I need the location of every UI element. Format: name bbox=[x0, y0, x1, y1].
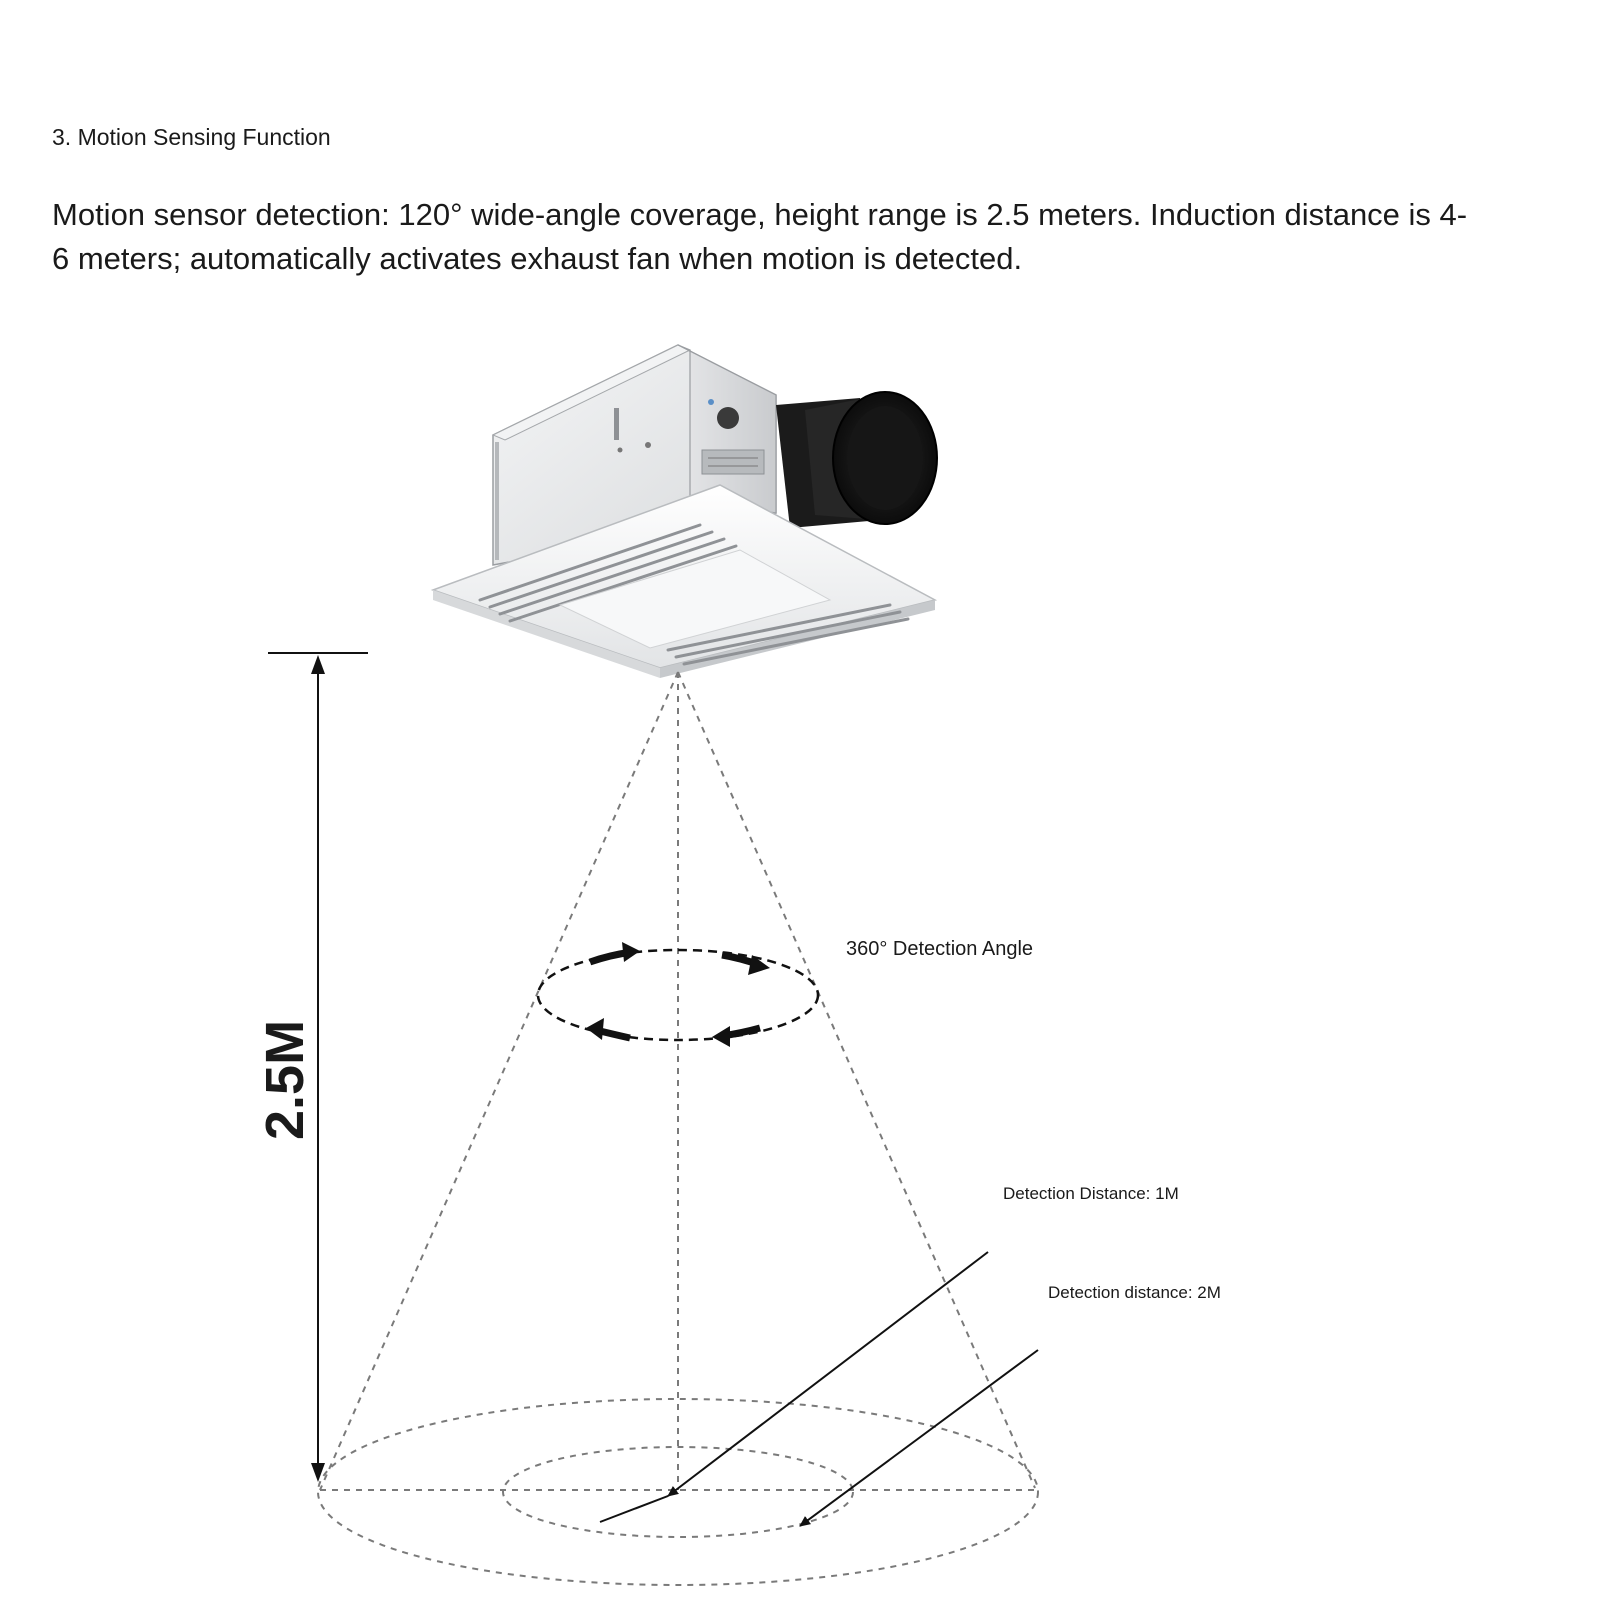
distance-2-label: Detection distance: 2M bbox=[1048, 1283, 1221, 1302]
detection-cone bbox=[317, 671, 1039, 1586]
rotation-ring bbox=[536, 942, 820, 1047]
height-label: 2.5M bbox=[255, 1020, 315, 1140]
distance-pointers bbox=[599, 1251, 1039, 1527]
exhaust-fan-illustration bbox=[430, 344, 938, 678]
feature-description: Motion sensor detection: 120° wide-angle… bbox=[52, 197, 1468, 276]
height-dimension bbox=[268, 652, 368, 1482]
section-title: 3. Motion Sensing Function bbox=[52, 124, 331, 150]
distance-1-label: Detection Distance: 1M bbox=[1003, 1184, 1179, 1203]
angle-label: 360° Detection Angle bbox=[846, 938, 1033, 960]
